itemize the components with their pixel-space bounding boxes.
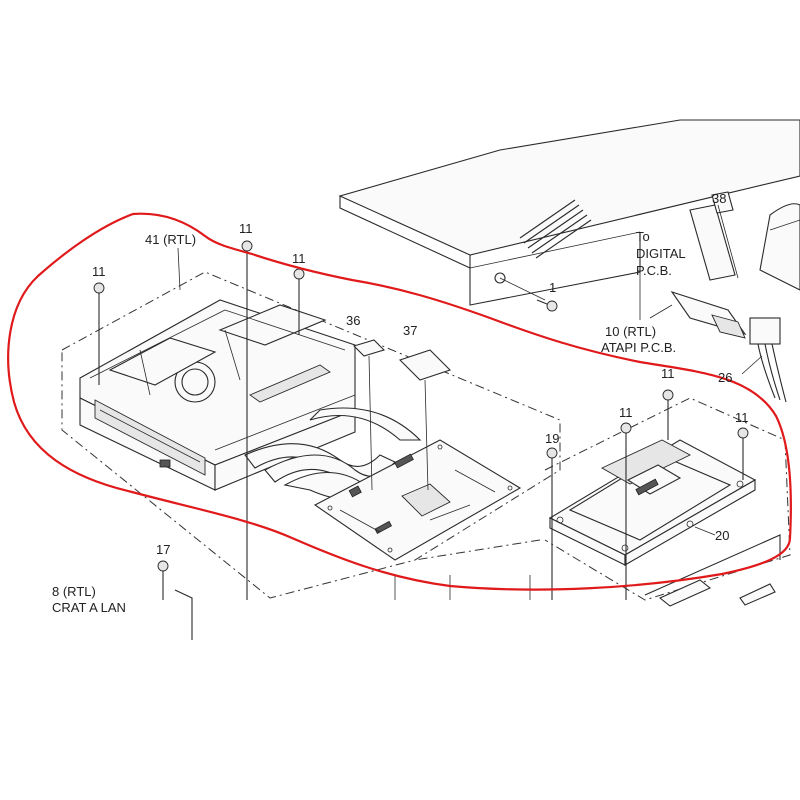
screw-11-r2 xyxy=(662,389,674,440)
label-38: 38 xyxy=(712,191,726,206)
screw-11-r1 xyxy=(620,422,632,600)
screw-11-right xyxy=(293,268,305,335)
label-11-e: 11 xyxy=(619,405,633,420)
assembly-boundary-right xyxy=(544,397,791,601)
label-11-a: 11 xyxy=(239,221,253,236)
label-8: 8 (RTL) xyxy=(52,584,96,599)
dvd-drive-41 xyxy=(79,299,356,491)
label-41: 41 (RTL) xyxy=(145,232,196,247)
screw-11-left xyxy=(93,282,105,385)
assembly-boundary-left xyxy=(61,271,561,599)
label-19: 19 xyxy=(545,431,559,446)
screw-1 xyxy=(499,277,558,312)
label-10: 10 (RTL) xyxy=(605,324,656,339)
label-digital: DIGITAL xyxy=(636,246,686,261)
label-11-f: 11 xyxy=(735,410,749,425)
label-11-d: 11 xyxy=(661,366,675,381)
chassis-housing xyxy=(338,119,800,320)
label-37: 37 xyxy=(403,323,417,338)
lower-tray xyxy=(174,534,781,640)
cable-26 xyxy=(741,317,787,403)
screw-11-r3 xyxy=(737,427,749,480)
label-8-sub: CRAT A LAN xyxy=(52,600,126,615)
atapi-pcb-10 xyxy=(649,290,747,339)
label-26: 26 xyxy=(718,370,732,385)
screw-19 xyxy=(546,447,558,600)
main-pcb xyxy=(313,439,522,561)
part-37 xyxy=(398,349,452,491)
label-20: 20 xyxy=(715,528,729,543)
label-11-b: 11 xyxy=(292,251,306,266)
label-17: 17 xyxy=(156,542,170,557)
label-11-c: 11 xyxy=(92,264,106,279)
screw-11-mid xyxy=(241,240,253,600)
bracket-20 xyxy=(548,439,757,566)
screw-17 xyxy=(157,560,169,600)
label-1: 1 xyxy=(549,280,556,295)
flat-cable-38 xyxy=(689,191,739,281)
highlight-outline xyxy=(7,212,793,591)
label-pcb: P.C.B. xyxy=(636,263,672,278)
top-right-drive xyxy=(759,203,800,291)
part-36 xyxy=(352,339,386,491)
label-36: 36 xyxy=(346,313,360,328)
label-atapi-pcb: ATAPI P.C.B. xyxy=(601,340,676,355)
label-to: To xyxy=(636,229,650,244)
vent-slots xyxy=(519,199,592,259)
